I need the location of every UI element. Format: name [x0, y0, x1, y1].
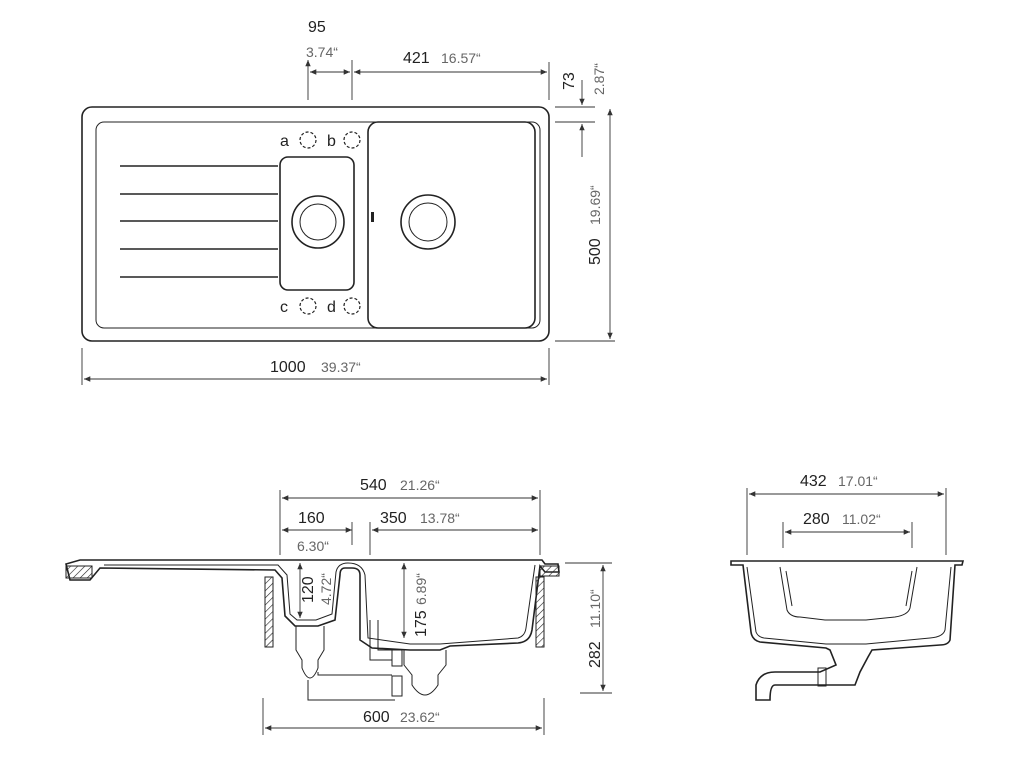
half-bowl-drain — [291, 195, 345, 249]
hole-label-d: d — [327, 299, 336, 316]
cabinet-wall-left — [264, 576, 274, 648]
waste-plumbing — [295, 620, 447, 701]
dim-282-in: 11.10“ — [587, 589, 603, 628]
sink-outline — [81, 106, 550, 342]
dim-350-in: 13.78“ — [420, 510, 460, 526]
dim-120-mm: 120 — [300, 576, 317, 603]
hole-label-b: b — [327, 133, 336, 150]
drainer-outline — [95, 121, 541, 329]
dim-540-mm: 540 — [360, 477, 387, 494]
hole-label-c: c — [280, 299, 288, 316]
countertop-left — [65, 565, 93, 579]
dim-421-mm: 421 — [403, 50, 430, 67]
dim-500-mm: 500 — [587, 238, 604, 265]
dim-432-in: 17.01“ — [838, 473, 878, 489]
half-bowl — [279, 156, 355, 291]
countertop-right — [539, 565, 560, 577]
dim-600-mm: 600 — [363, 709, 390, 726]
hole-label-a: a — [280, 133, 289, 150]
dim-160-in: 6.30“ — [297, 538, 329, 554]
side-view: 540 21.26“ 160 6.30“ 350 13.78“ 120 4.72… — [65, 477, 612, 735]
overflow — [371, 212, 374, 222]
dim-175-in: 6.89“ — [413, 573, 429, 605]
dim-1000-mm: 1000 — [270, 359, 306, 376]
end-view-waste-nut — [817, 667, 827, 687]
dim-500-in: 19.69“ — [587, 185, 603, 225]
main-bowl-drain — [400, 194, 456, 250]
dim-73-in: 2.87“ — [591, 63, 607, 95]
top-view: a b c d 95 3.74“ 421 16.57“ 73 2.87“ 500… — [81, 19, 615, 385]
dim-175-mm: 175 — [413, 610, 430, 637]
dim-540-in: 21.26“ — [400, 477, 440, 493]
main-bowl — [367, 121, 536, 329]
cabinet-wall-right — [535, 576, 545, 648]
dim-350-mm: 350 — [380, 510, 407, 527]
dim-73-mm: 73 — [561, 72, 578, 90]
dim-600-in: 23.62“ — [400, 709, 440, 725]
dim-421-in: 16.57“ — [441, 50, 481, 66]
dim-282-mm: 282 — [587, 641, 604, 668]
dim-1000-in: 39.37“ — [321, 359, 361, 375]
end-view: 432 17.01“ 280 11.02“ — [730, 473, 965, 701]
drainer-ribs — [120, 165, 278, 278]
dim-280-mm: 280 — [803, 511, 830, 528]
dim-280-in: 11.02“ — [842, 511, 881, 527]
dim-95-mm: 95 — [308, 19, 326, 36]
dim-95-in: 3.74“ — [306, 44, 338, 60]
dim-432-mm: 432 — [800, 473, 827, 490]
dim-160-mm: 160 — [298, 510, 325, 527]
tap-holes — [299, 131, 361, 315]
dim-120-in: 4.72“ — [318, 573, 334, 605]
